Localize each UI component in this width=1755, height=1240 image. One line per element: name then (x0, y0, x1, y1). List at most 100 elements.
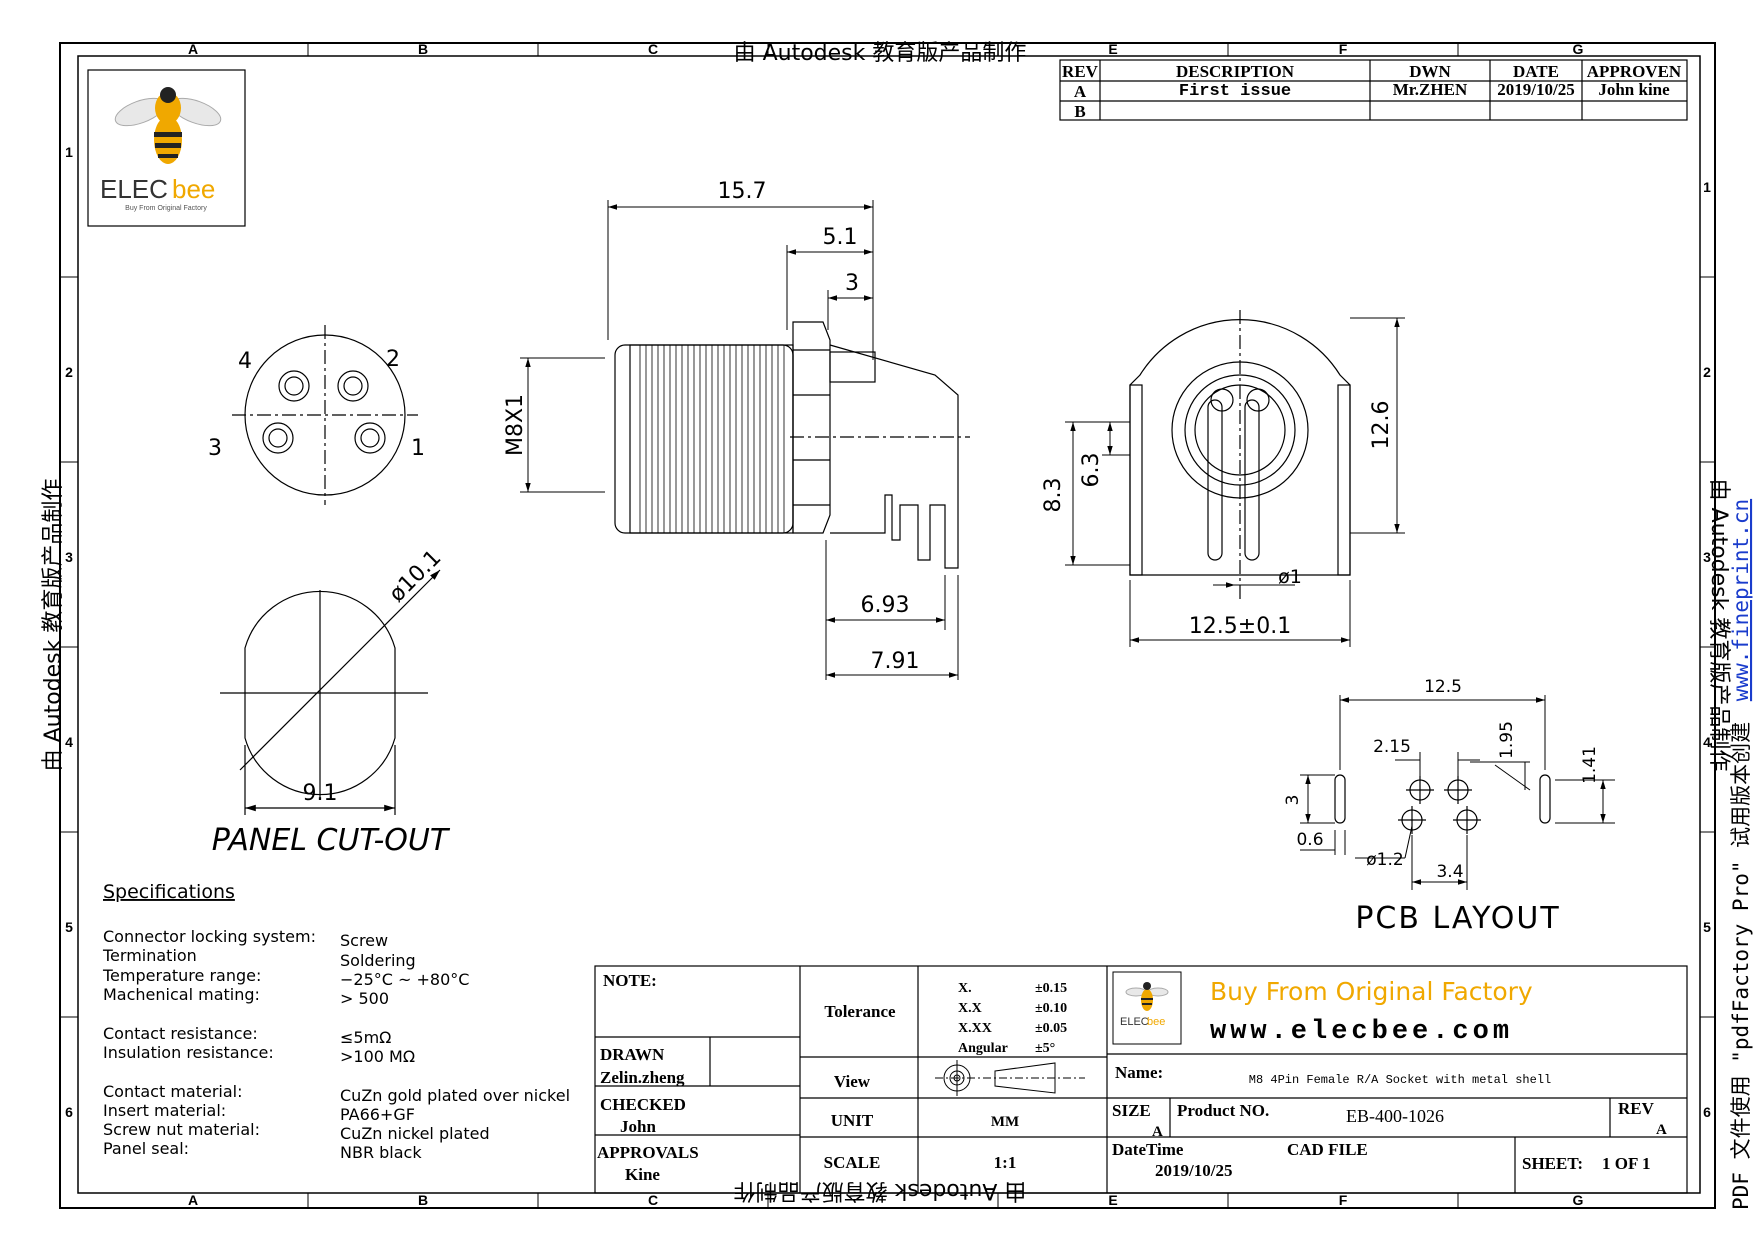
logo-brand-dark: ELEC (100, 174, 168, 204)
title-approvals-label: APPROVALS (597, 1143, 699, 1162)
title-tolerance-label: Tolerance (824, 1002, 896, 1021)
title-logo-brand-light: bee (1147, 1016, 1165, 1028)
dim-rear-pin-diameter: ø1 (1278, 566, 1302, 588)
title-cadfile-label: CAD FILE (1287, 1140, 1368, 1159)
title-product-value: EB-400-1026 (1346, 1106, 1444, 1126)
spec-value: CuZn gold plated over nickel (340, 1086, 570, 1105)
rev-header-description: DESCRIPTION (1176, 62, 1295, 81)
spec-value: −25°C ~ +80°C (340, 970, 469, 989)
spec-label: Contact material: (103, 1082, 243, 1101)
side-view: 15.7 5.1 3 M8X1 6.93 7.91 (503, 179, 970, 680)
watermark-top: 由 Autodesk 教育版产品制作 (734, 41, 1027, 66)
bee-icon (114, 87, 222, 164)
title-drawn-value: Zelin.zheng (600, 1068, 685, 1087)
title-name-label: Name: (1115, 1063, 1163, 1082)
title-logo-brand-dark: ELEC (1120, 1016, 1149, 1028)
spec-value: Soldering (340, 951, 416, 970)
pcb-layout-title: PCB LAYOUT (1355, 901, 1560, 936)
specifications-block: Specifications Connector locking system:… (102, 881, 570, 1162)
rear-view: 12.6 8.3 6.3 ø1 12.5±0.1 (1041, 310, 1405, 647)
watermark-bottom: 由 Autodesk 教育版产品制作 (734, 1178, 1027, 1203)
title-website[interactable]: www.elecbee.com (1210, 1017, 1513, 1047)
grid-row-labels: 1 2 3 4 5 6 1 2 3 4 5 6 (65, 144, 1711, 1120)
title-note-label: NOTE: (603, 971, 657, 990)
grid-col-bottom: F (1339, 1192, 1348, 1208)
rev-row-a-rev: A (1074, 82, 1087, 101)
title-product-label: Product NO. (1177, 1101, 1269, 1120)
title-slogan: Buy From Original Factory (1210, 977, 1533, 1006)
spec-label: Contact resistance: (103, 1024, 258, 1043)
spec-label: Connector locking system: (103, 927, 316, 946)
title-block-logo: ELEC bee (1112, 971, 1182, 1045)
title-size-value: A (1152, 1124, 1163, 1140)
grid-col-top: B (418, 41, 428, 57)
dim-pcb-hole-spacing: 3.4 (1436, 862, 1463, 882)
title-scale-value: 1:1 (994, 1153, 1017, 1172)
dim-rear-height: 12.6 (1369, 401, 1394, 450)
grid-col-bottom: B (418, 1192, 428, 1208)
rev-header-date: DATE (1513, 62, 1559, 81)
panel-cutout-title: PANEL CUT-OUT (212, 823, 451, 858)
grid-row-right: 2 (1703, 364, 1711, 380)
dim-side-thread: M8X1 (503, 394, 528, 456)
projection-view-icon (935, 1060, 1085, 1096)
dim-pcb-slot-offset: 1.41 (1580, 746, 1600, 784)
spec-value: NBR black (340, 1143, 422, 1162)
pdf-watermark: PDF 文件使用 "pdfFactory Pro" 试用版本创建 www.fin… (1729, 499, 1753, 1210)
spec-value: Screw (340, 931, 388, 950)
grid-column-labels: A B C E F G A B C E F G (188, 41, 1584, 1208)
pdf-watermark-link[interactable]: www.fineprint.cn (1729, 499, 1753, 701)
spec-label: Panel seal: (103, 1139, 189, 1158)
grid-row-left: 4 (65, 734, 73, 750)
grid-col-top: A (188, 41, 198, 57)
tolerance-key: X. (958, 981, 972, 996)
title-datetime-label: DateTime (1112, 1140, 1184, 1159)
dim-cutout-diameter: ø10.1 (385, 545, 447, 607)
spec-label: Machenical mating: (103, 985, 260, 1004)
grid-row-left: 5 (65, 919, 73, 935)
title-view-label: View (834, 1072, 871, 1091)
pin-label-1: 1 (411, 436, 425, 461)
grid-row-right: 5 (1703, 919, 1711, 935)
grid-row-right: 4 (1703, 734, 1711, 750)
title-unit-label: UNIT (831, 1111, 874, 1130)
spec-value: > 500 (340, 989, 389, 1008)
dim-pcb-slot-width: 0.6 (1296, 830, 1323, 850)
rev-header-dwn: DWN (1409, 62, 1451, 81)
tolerance-key: Angular (958, 1041, 1008, 1056)
dim-pcb-slot-length: 3 (1283, 795, 1303, 806)
watermark-right: 由 Autodesk 教育版产品制作 (1706, 479, 1731, 772)
rev-row-a-dwn: Mr.ZHEN (1393, 80, 1468, 99)
dim-cutout-flat: 9.1 (303, 781, 338, 806)
dim-side-nut-offset: 3 (845, 271, 859, 296)
rev-row-a-description: First issue (1179, 82, 1291, 101)
spec-label: Insert material: (103, 1101, 226, 1120)
dim-rear-pin-height: 6.3 (1079, 453, 1104, 488)
title-name-value: M8 4Pin Female R/A Socket with metal she… (1249, 1073, 1551, 1087)
dim-pcb-hole-diameter: ø1.2 (1366, 850, 1403, 870)
rev-row-a-approven: John kine (1598, 80, 1670, 99)
title-approvals-value: Kine (625, 1165, 660, 1184)
rev-row-b-rev: B (1074, 102, 1085, 121)
logo-brand-light: bee (172, 174, 215, 204)
title-sheet-value: 1 OF 1 (1602, 1154, 1650, 1173)
spec-value: CuZn nickel plated (340, 1124, 490, 1143)
bee-icon (1125, 982, 1169, 1011)
dim-side-pin-offset: 6.93 (861, 593, 910, 618)
grid-row-right: 1 (1703, 179, 1711, 195)
dim-pcb-pin-spacing: 2.15 (1373, 737, 1411, 757)
spec-label: Termination (102, 946, 197, 965)
title-scale-label: SCALE (824, 1153, 881, 1172)
grid-col-bottom: A (188, 1192, 198, 1208)
logo-tagline: Buy From Original Factory (125, 205, 207, 212)
grid-row-left: 2 (65, 364, 73, 380)
tolerance-key: X.XX (958, 1021, 992, 1036)
spec-value: PA66+GF (340, 1105, 415, 1124)
grid-col-bottom: E (1108, 1192, 1117, 1208)
grid-col-top: F (1339, 41, 1348, 57)
pin-face-view: 4 2 3 1 (208, 325, 425, 505)
revision-table: REV DESCRIPTION DWN DATE APPROVEN A Firs… (1059, 59, 1688, 121)
tolerance-value: ±5° (1035, 1041, 1055, 1056)
pin-label-3: 3 (208, 436, 222, 461)
